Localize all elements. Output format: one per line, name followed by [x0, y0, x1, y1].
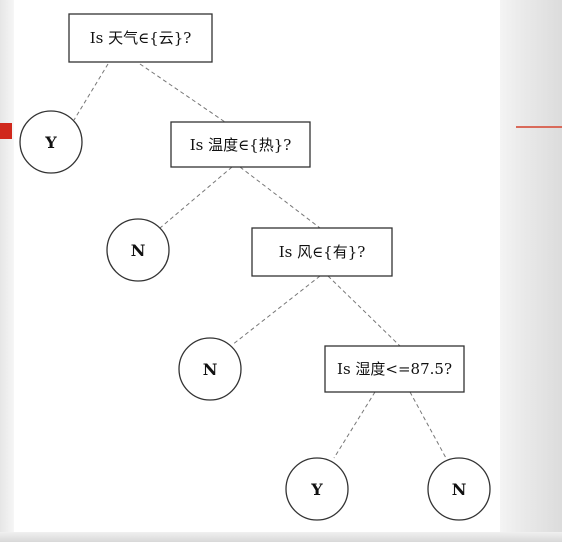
edge-q4-leaf5 — [409, 391, 447, 459]
decision-node-temperature-label: Is 温度∈{热}? — [190, 136, 292, 154]
decision-node-humidity: Is 湿度<=87.5? — [324, 345, 465, 393]
leaf-node-no: N — [178, 337, 242, 401]
leaf-node-no-label: N — [452, 480, 467, 499]
leaf-node-no-label: N — [131, 241, 146, 260]
edge-q2-q3 — [239, 166, 321, 229]
leaf-node-yes: Y — [285, 457, 349, 521]
edge-q2-leaf2 — [159, 166, 233, 229]
decision-node-weather: Is 天气∈{云}? — [68, 13, 213, 63]
leaf-node-yes: Y — [19, 110, 83, 174]
edge-q3-leaf3 — [231, 275, 321, 346]
decision-node-humidity-label: Is 湿度<=87.5? — [337, 360, 452, 378]
decision-node-wind-label: Is 风∈{有}? — [279, 243, 366, 261]
edge-q4-leaf4 — [333, 391, 376, 459]
decision-node-temperature: Is 温度∈{热}? — [170, 121, 311, 168]
edge-q1-q2 — [139, 63, 226, 123]
red-accent-line — [516, 126, 562, 128]
edge-q3-q4 — [327, 275, 401, 347]
leaf-node-no: N — [106, 218, 170, 282]
decision-node-wind: Is 风∈{有}? — [251, 227, 393, 277]
decision-node-weather-label: Is 天气∈{云}? — [90, 29, 192, 47]
leaf-node-no-label: N — [203, 360, 218, 379]
background-right-edge — [500, 0, 562, 542]
leaf-node-no: N — [427, 457, 491, 521]
leaf-node-yes-label: Y — [310, 480, 323, 499]
red-accent-marker — [0, 123, 12, 139]
leaf-node-yes-label: Y — [44, 133, 57, 152]
background-bottom-strip — [0, 532, 562, 542]
edge-q1-leaf1 — [73, 63, 109, 121]
